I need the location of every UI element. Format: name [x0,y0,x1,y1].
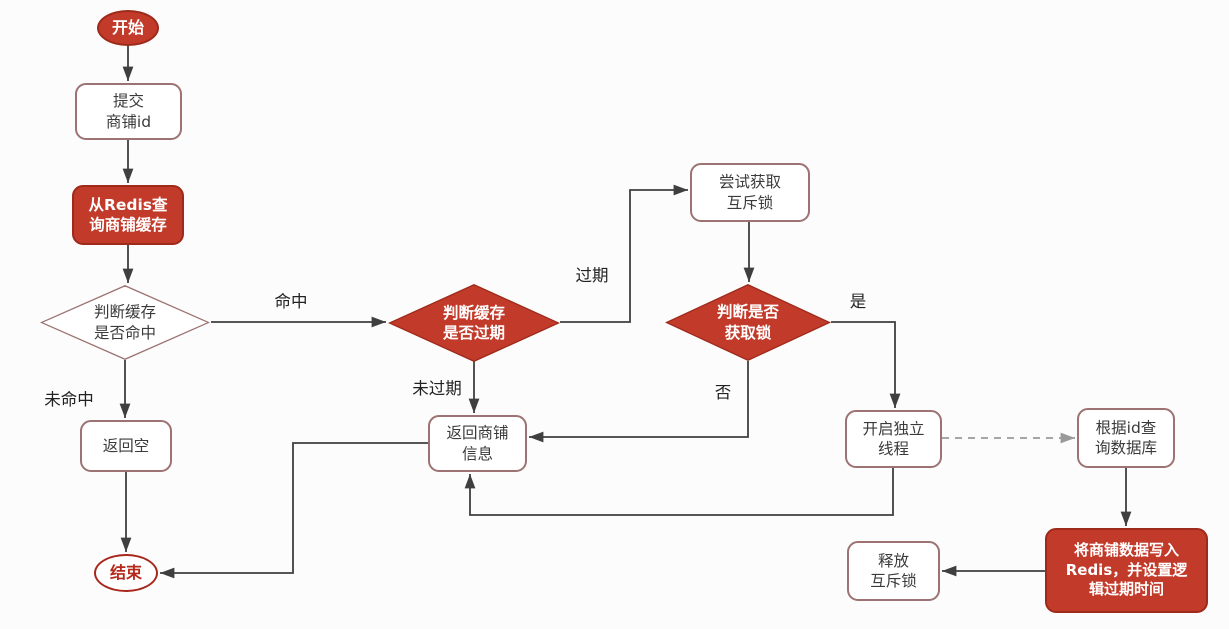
node-check-cache-expired: 判断缓存 是否过期 [388,284,560,362]
node-start-independent-thread: 开启独立 线程 [845,410,942,468]
node-return-empty: 返回空 [80,420,172,472]
node-write-redis-logical-expire: 将商铺数据写入 Redis，并设置逻 辑过期时间 [1045,528,1208,613]
edge-yes [831,321,901,408]
edge-label-not-expired: 未过期 [412,379,462,398]
node-label: 判断是否 获取锁 [716,303,779,342]
node-start: 开始 [97,10,159,46]
node-check-cache-hit: 判断缓存 是否命中 [40,285,210,360]
edge-label-miss: 未命中 [44,390,94,409]
edge-returnshop-to-end [160,442,428,579]
edge-label-expired: 过期 [575,266,609,285]
node-check-lock-acquired: 判断是否 获取锁 [665,284,831,361]
node-query-redis-cache: 从Redis查 询商铺缓存 [72,185,184,245]
node-label: 判断缓存 是否过期 [442,303,505,342]
node-try-acquire-mutex: 尝试获取 互斥锁 [690,163,810,222]
node-label: 判断缓存 是否命中 [93,303,156,342]
node-end: 结束 [94,554,158,592]
node-query-db-by-id: 根据id查 询数据库 [1077,408,1175,468]
edge-label-yes: 是 [849,292,867,311]
edge-thread-loop-to-returnshop [464,468,894,516]
node-submit-shop-id: 提交 商铺id [75,83,182,140]
edge-label-no: 否 [714,383,732,402]
edge-expired [560,184,688,323]
edge-label-hit: 命中 [274,292,308,311]
node-return-shop-info: 返回商铺 信息 [428,415,527,472]
edge-no [529,361,749,443]
node-release-mutex: 释放 互斥锁 [847,541,940,601]
